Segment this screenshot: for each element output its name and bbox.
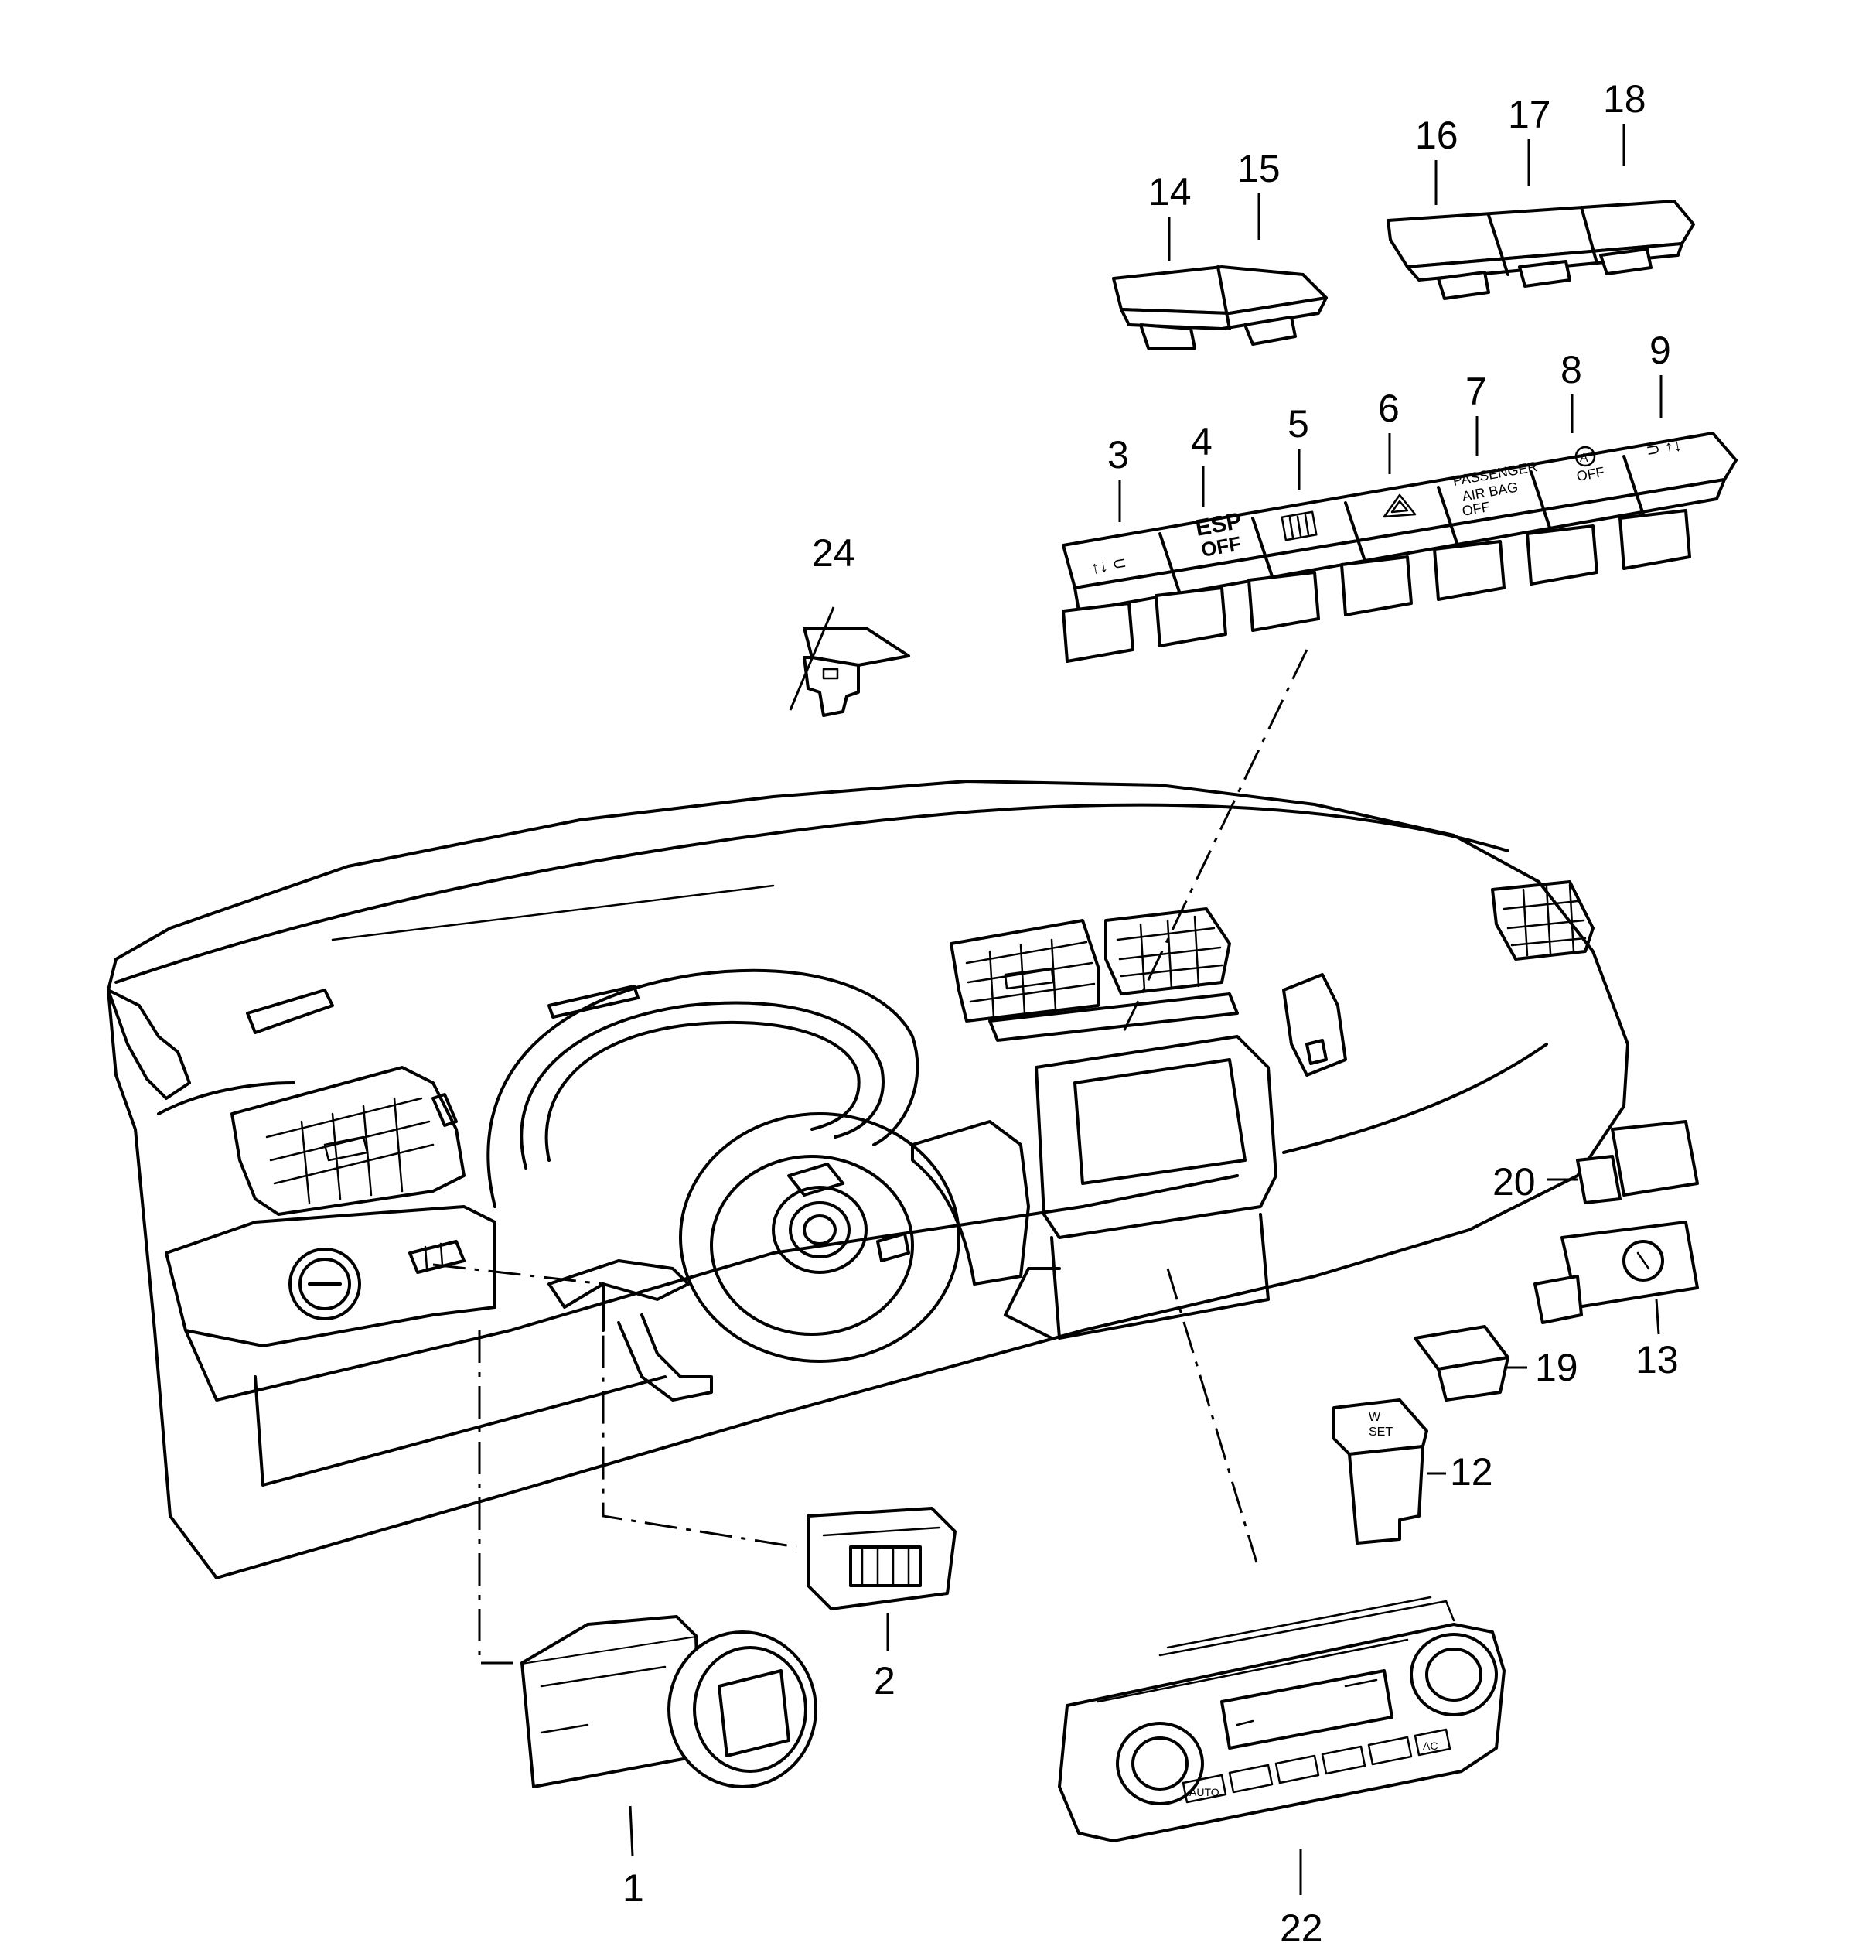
callout-15: 15: [1237, 147, 1281, 190]
callout-13: 13: [1636, 1338, 1679, 1381]
callout-4: 4: [1191, 420, 1213, 463]
part-19-small-switch: [1414, 1325, 1527, 1402]
callout-2: 2: [874, 1659, 895, 1702]
callout-19: 19: [1535, 1346, 1578, 1389]
part-14-15-blank-switches: [1112, 265, 1328, 350]
callout-9: 9: [1649, 329, 1671, 372]
callout-16: 16: [1415, 114, 1458, 157]
start-stop-icon: A: [1574, 446, 1596, 467]
callout-numbers: 1 2 3 4 5 6 7 8 9 12 13 14 15 16 17 18 1…: [622, 77, 1679, 1950]
climate-ac-label: AC: [1423, 1740, 1438, 1752]
part-12-memory-switch: W SET: [1332, 1398, 1446, 1545]
callout-17: 17: [1508, 93, 1551, 136]
hazard-warning-icon: [1383, 493, 1417, 518]
callout-12: 12: [1450, 1450, 1493, 1494]
part-16-18-blank-switches: [1387, 200, 1695, 300]
svg-text:A: A: [1580, 452, 1588, 465]
part-24-clip-switch: [789, 606, 910, 717]
callout-5: 5: [1288, 402, 1309, 446]
rear-defrost-icon: [1281, 510, 1318, 541]
part-22-climate-control-panel: AUTO AC: [1058, 1596, 1506, 1895]
callout-20: 20: [1492, 1160, 1536, 1204]
climate-auto-label: AUTO: [1189, 1786, 1219, 1798]
callout-3: 3: [1107, 433, 1129, 476]
memory-label-line2: SET: [1369, 1426, 1393, 1439]
callout-1: 1: [622, 1866, 644, 1910]
part-1-light-switch: [520, 1615, 817, 1857]
callout-7: 7: [1465, 370, 1487, 413]
part-2-headlight-range-switch: [807, 1507, 957, 1651]
switch-strip-3-9: ↑↓ ⊂ ESP OFF PASSENGER AIR BAG OFF A OFF…: [1062, 432, 1738, 663]
callout-24: 24: [812, 531, 855, 575]
part-20-switch-block: [1547, 1120, 1699, 1204]
callout-8: 8: [1560, 348, 1582, 391]
callout-6: 6: [1378, 387, 1400, 430]
dashboard-panel: [107, 780, 1629, 1579]
assembly-lines: [432, 649, 1308, 1665]
memory-label-line1: W: [1369, 1411, 1381, 1424]
callout-22: 22: [1280, 1907, 1323, 1950]
callout-18: 18: [1603, 77, 1646, 121]
part-13-ignition-switch: [1533, 1221, 1699, 1335]
callout-14: 14: [1148, 170, 1192, 213]
